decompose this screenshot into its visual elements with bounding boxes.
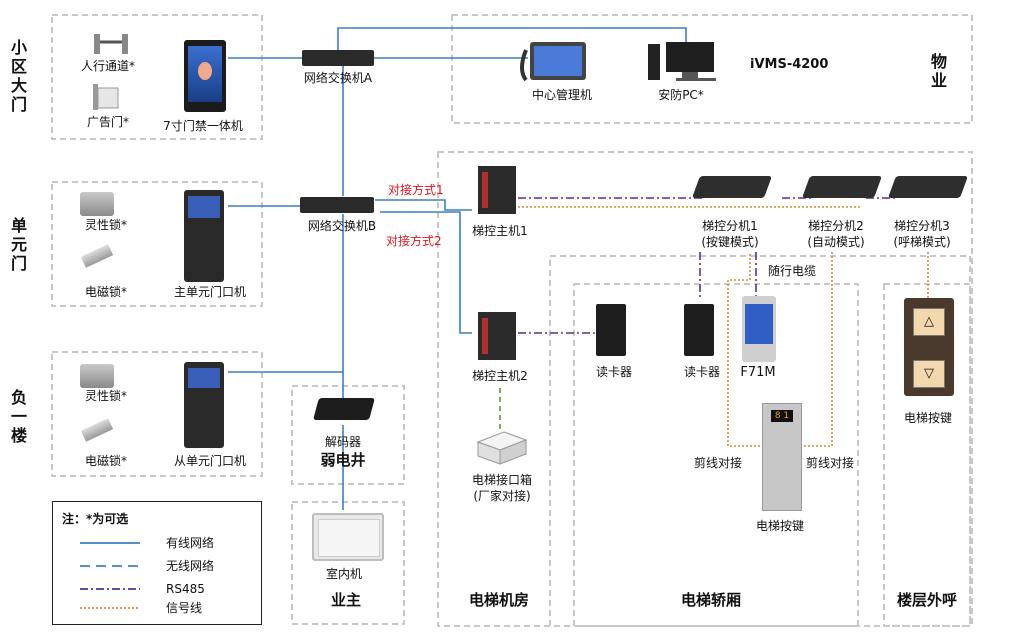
owner-label: 业主 [330,591,362,609]
host2-icon [478,312,516,360]
reader2-icon [684,304,714,356]
security-pc-label: 安防PC* [658,88,704,102]
indoor-unit-icon [312,513,384,561]
car-panel-display: 8 1 [771,410,793,422]
car-buttons-icon: 8 1 [762,403,802,511]
ext2-icon [801,176,883,198]
zone-weak-well-box [291,385,405,485]
zone-car-box [573,283,859,627]
decoder-label: 解码器 [324,435,362,449]
center-manager-icon [518,40,588,84]
turnstile-icon [92,30,132,54]
zone-label-gate: 小区大门 [10,38,27,114]
maglock1-label: 电磁锁* [84,285,128,299]
decoder-icon [313,398,375,420]
legend-swatches [80,542,140,609]
rs485-lines [518,197,898,334]
hall-zone-label: 楼层外呼 [896,591,958,609]
car-zone-label: 电梯轿厢 [680,591,742,609]
ivms-label: iVMS-4200 [750,57,829,72]
legend-wireless: 无线网络 [166,559,215,573]
ext1-icon [691,176,773,198]
hall-up-icon: △ [913,308,945,336]
reader2-label: 读卡器 [683,365,721,379]
ext3-icon [887,176,969,198]
turnstile-label: 人行通道* [80,59,136,73]
zone-unit-box [51,181,263,307]
main-station-icon [184,190,224,282]
lock2-label: 灵性锁* [84,389,128,403]
access-terminal-label: 7寸门禁一体机 [163,119,243,133]
ext3-mode: (呼梯模式) [893,235,951,249]
switch-a-icon [302,50,374,66]
interface-box-label: 电梯接口箱 [471,473,533,487]
legend-title: 注：*为可选 [62,512,129,526]
zone-borders [51,14,973,627]
ext3-name: 梯控分机3 [894,219,950,233]
weak-well-label: 弱电井 [320,451,366,469]
reader1-icon [596,304,626,356]
access-terminal-icon [184,40,226,112]
interface-box-note: (厂家对接) [473,489,531,503]
ext2-mode: (自动模式) [807,235,865,249]
main-station-label: 主单元门口机 [173,285,247,299]
zone-owner-box [291,501,405,625]
lock1-label: 灵性锁* [84,218,128,232]
host1-icon [478,166,516,214]
legend-rs485: RS485 [166,582,205,596]
method1-label: 对接方式1 [388,183,444,197]
ext1-name: 梯控分机1 [702,219,758,233]
hall-down-icon: ▽ [913,360,945,388]
cut-left-label: 剪线对接 [694,456,743,470]
switch-b-icon [300,197,374,213]
lock2-icon [80,364,114,388]
center-manager-label: 中心管理机 [531,88,593,102]
switch-b-label: 网络交换机B [307,219,377,233]
sub-station-label: 从单元门口机 [173,454,247,468]
legend-signal: 信号线 [166,601,203,615]
zone-property-box [451,14,973,124]
legend-wired: 有线网络 [166,536,215,550]
security-pc-icon [646,40,726,82]
legend [52,501,262,625]
wired-network-lines [228,27,687,510]
machine-room-label: 电梯机房 [468,591,530,609]
zone-hall-box [883,283,971,627]
hall-buttons-label: 电梯按键 [903,411,953,425]
indoor-unit-label: 室内机 [325,567,363,581]
signal-lines [518,206,929,447]
interface-box-icon [474,430,528,466]
f71m-label: F71M [740,365,776,380]
method2-label: 对接方式2 [386,234,442,248]
zone-label-unit: 单元门 [10,216,27,273]
swing-gate-label: 广告门* [86,115,130,129]
travel-cable-label: 随行电缆 [768,264,817,278]
zone-gate-box [51,14,263,140]
zone-label-basement: 负一楼 [10,388,27,445]
lock1-icon [80,192,114,216]
cut-right-label: 剪线对接 [806,456,855,470]
reader1-label: 读卡器 [595,365,633,379]
host1-label: 梯控主机1 [472,224,528,238]
zone-basement-box [51,351,263,477]
swing-gate-icon [92,82,122,110]
hall-buttons-icon: △ ▽ [904,298,954,396]
car-buttons-label: 电梯按键 [755,519,805,533]
ext1-mode: (按键模式) [701,235,759,249]
host2-label: 梯控主机2 [472,369,528,383]
ext2-name: 梯控分机2 [808,219,864,233]
switch-a-label: 网络交换机A [303,71,373,85]
zone-label-property: 物业 [930,52,947,90]
maglock2-label: 电磁锁* [84,454,128,468]
sub-station-icon [184,362,224,448]
f71m-icon [742,296,776,362]
